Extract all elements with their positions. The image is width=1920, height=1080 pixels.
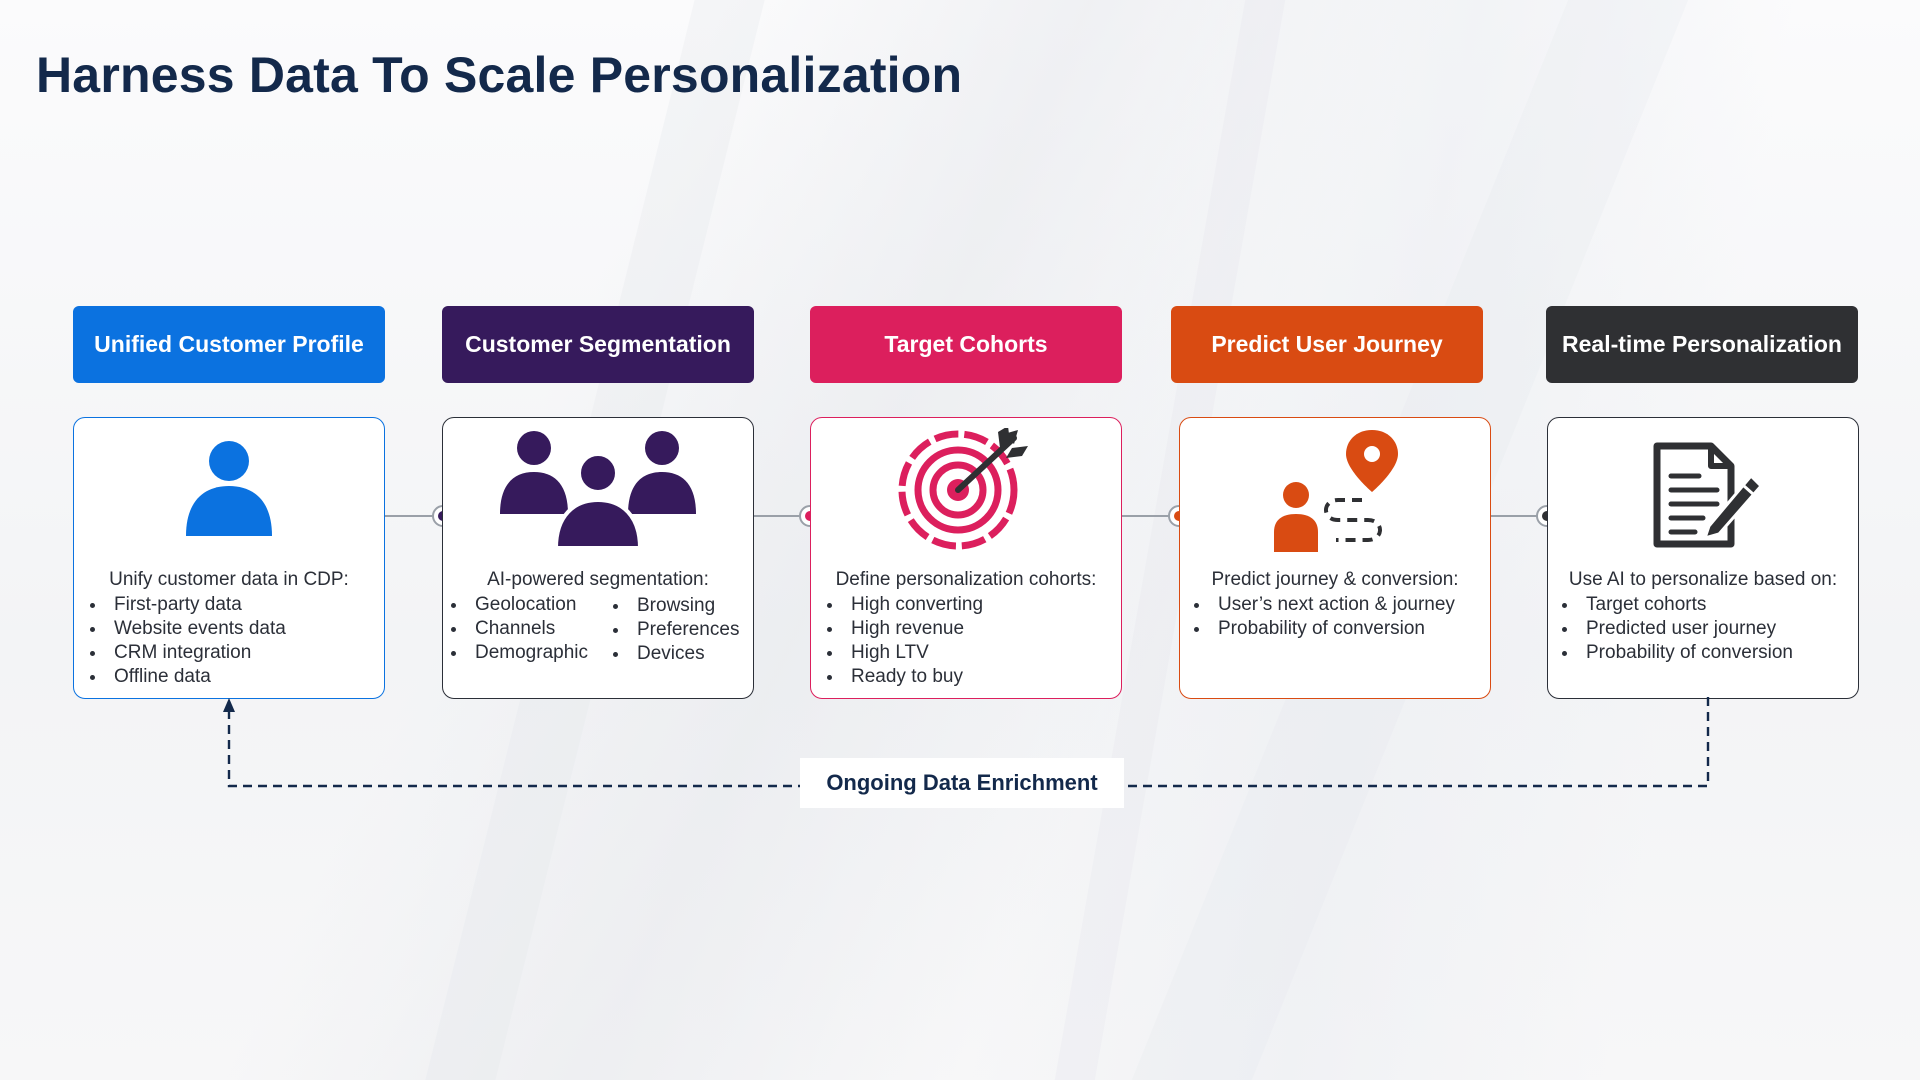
header-unified-customer-profile: Unified Customer Profile: [73, 306, 385, 383]
card-bullet-list: High converting High revenue High LTV Re…: [825, 593, 983, 689]
list-item: Demographic: [449, 641, 588, 665]
list-item: Channels: [449, 617, 588, 641]
header-real-time-personalization: Real-time Personalization: [1546, 306, 1858, 383]
loop-label: Ongoing Data Enrichment: [800, 758, 1124, 808]
list-item: High LTV: [825, 641, 983, 665]
connector-line: [754, 515, 811, 517]
list-item: Probability of conversion: [1192, 617, 1455, 641]
list-item: High revenue: [825, 617, 983, 641]
list-item: Preferences: [611, 618, 739, 642]
list-item: Probability of conversion: [1560, 641, 1793, 665]
list-item: First-party data: [88, 593, 286, 617]
card-real-time-personalization: Use AI to personalize based on: Target c…: [1547, 417, 1859, 699]
list-item: Devices: [611, 642, 739, 666]
list-item: User’s next action & journey: [1192, 593, 1455, 617]
connector-line: [1491, 515, 1547, 517]
list-item: CRM integration: [88, 641, 286, 665]
card-lead-text: Use AI to personalize based on:: [1568, 569, 1838, 590]
card-predict-user-journey: Predict journey & conversion: User’s nex…: [1179, 417, 1491, 699]
card-target-cohorts: Define personalization cohorts: High con…: [810, 417, 1122, 699]
list-item: Offline data: [88, 665, 286, 689]
card-customer-segmentation: AI-powered segmentation: Geolocation Cha…: [442, 417, 754, 699]
card-bullet-list-col1: Geolocation Channels Demographic: [449, 593, 588, 665]
list-item: Predicted user journey: [1560, 617, 1793, 641]
connector-line: [1122, 515, 1179, 517]
card-lead-text: Unify customer data in CDP:: [109, 569, 349, 590]
card-bullet-list: Target cohorts Predicted user journey Pr…: [1560, 593, 1793, 665]
journey-path-icon: [1180, 428, 1490, 552]
list-item: Browsing: [611, 594, 739, 618]
list-item: High converting: [825, 593, 983, 617]
list-item: Target cohorts: [1560, 593, 1793, 617]
card-lead-text: Define personalization cohorts:: [835, 569, 1097, 590]
list-item: Geolocation: [449, 593, 588, 617]
card-bullet-list-col2: Browsing Preferences Devices: [611, 594, 739, 666]
connector-line: [385, 515, 443, 517]
card-unified-customer-profile: Unify customer data in CDP: First-party …: [73, 417, 385, 699]
header-customer-segmentation: Customer Segmentation: [442, 306, 754, 383]
card-bullet-list: First-party data Website events data CRM…: [88, 593, 286, 689]
group-icon: [443, 428, 753, 550]
list-item: Website events data: [88, 617, 286, 641]
target-icon: [811, 428, 1121, 550]
list-item: Ready to buy: [825, 665, 983, 689]
card-bullet-list: User’s next action & journey Probability…: [1192, 593, 1455, 641]
header-predict-user-journey: Predict User Journey: [1171, 306, 1483, 383]
card-lead-text: Predict journey & conversion:: [1211, 569, 1459, 590]
page-title: Harness Data To Scale Personalization: [36, 47, 963, 103]
card-lead-text: AI-powered segmentation:: [487, 569, 709, 590]
header-target-cohorts: Target Cohorts: [810, 306, 1122, 383]
document-edit-icon: [1548, 428, 1858, 548]
person-icon: [74, 428, 384, 548]
